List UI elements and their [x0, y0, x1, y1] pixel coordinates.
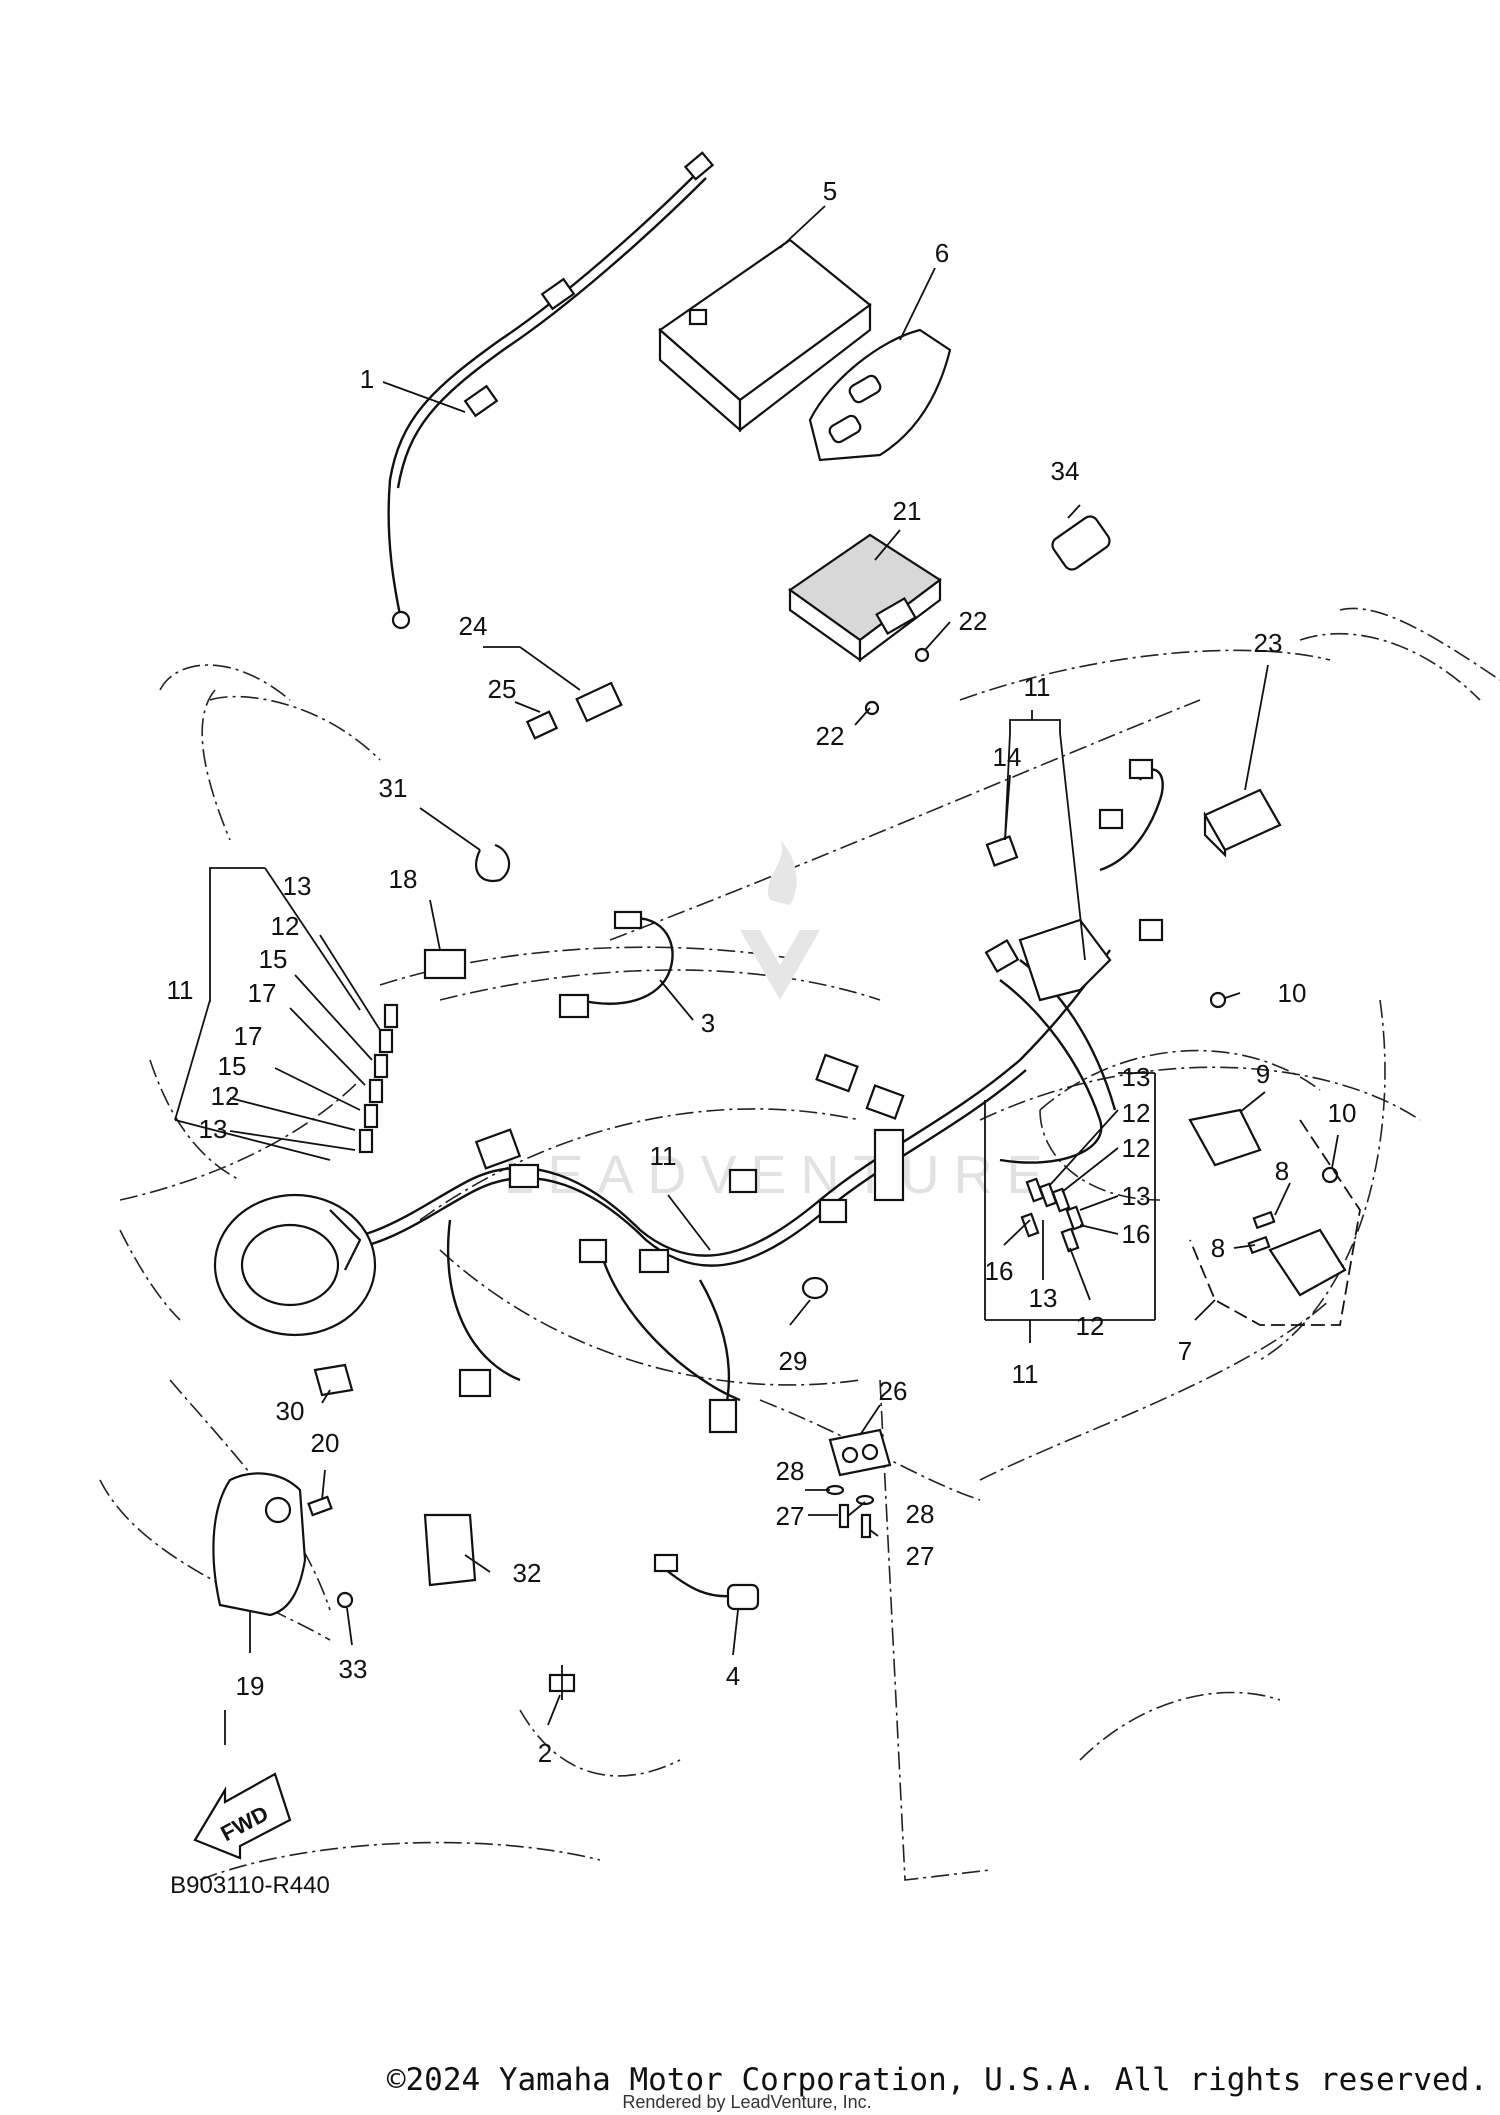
callout-12b: 12 [211, 1081, 240, 1111]
callout-21: 21 [893, 496, 922, 526]
callout-12a: 12 [271, 911, 300, 941]
sensor-2 [548, 1665, 576, 1700]
callout-33: 33 [339, 1654, 368, 1684]
callout-24: 24 [459, 611, 488, 641]
callout-4: 4 [726, 1661, 740, 1691]
callout-3: 3 [701, 1008, 715, 1038]
clip-30 [313, 1363, 354, 1397]
battery-band [808, 328, 952, 462]
ecu-bolt [864, 700, 880, 716]
callout-10b: 10 [1328, 1098, 1357, 1128]
callout-11c: 11 [650, 1141, 677, 1171]
callout-5: 5 [823, 176, 837, 206]
main-wire-harness [329, 918, 1117, 1434]
grommet-29 [801, 1276, 829, 1300]
watermark-logo: LEADVENTURE [503, 840, 1056, 1205]
rendered-by-notice: Rendered by LeadVenture, Inc. [622, 2092, 871, 2112]
nut-10 [1209, 991, 1227, 1009]
callout-13c: 13 [1122, 1062, 1151, 1092]
headlight-assembly [213, 1193, 377, 1337]
callout-22a: 22 [959, 606, 988, 636]
clamp [474, 843, 511, 883]
callout-28a: 28 [776, 1456, 805, 1486]
callout-19: 19 [236, 1671, 265, 1701]
nut-10 [1321, 1166, 1339, 1184]
callout-8b: 8 [1211, 1233, 1225, 1263]
sensor-4 [653, 1553, 760, 1611]
fuse-cover [1051, 515, 1111, 571]
leader-lines [174, 205, 1339, 1745]
watermark-text: LEADVENTURE [503, 1145, 1056, 1205]
fuse-box-cover [212, 1472, 354, 1617]
callout-1: 1 [360, 364, 374, 394]
callout-25: 25 [488, 674, 517, 704]
callout-20: 20 [311, 1428, 340, 1458]
callout-13a: 13 [283, 871, 312, 901]
callout-6: 6 [935, 238, 949, 268]
callout-22b: 22 [816, 721, 845, 751]
callout-31: 31 [379, 773, 408, 803]
callout-10a: 10 [1278, 978, 1307, 1008]
callout-12c: 12 [1122, 1098, 1151, 1128]
callout-18: 18 [389, 864, 418, 894]
callout-16b: 16 [985, 1256, 1014, 1286]
callout-17b: 17 [234, 1021, 263, 1051]
callout-8a: 8 [1275, 1156, 1289, 1186]
diagram-code: B903110-R440 [170, 1872, 330, 1899]
relay-9 [1188, 1108, 1262, 1167]
starter-relay [1189, 1119, 1361, 1326]
relay [1203, 788, 1282, 858]
callout-32: 32 [513, 1558, 542, 1588]
callout-23: 23 [1254, 628, 1283, 658]
callout-27b: 27 [906, 1541, 935, 1571]
engine-control-unit [788, 533, 942, 663]
callout-12d: 12 [1122, 1133, 1151, 1163]
forward-arrow: FWD [193, 1772, 292, 1860]
callout-15a: 15 [259, 944, 288, 974]
callout-27a: 27 [776, 1501, 805, 1531]
fuse-set-left [358, 1003, 399, 1154]
callout-29: 29 [779, 1346, 808, 1376]
fuse-32 [423, 1513, 477, 1587]
sensor-lead [558, 910, 674, 1019]
callout-17a: 17 [248, 978, 277, 1008]
diode-connector [525, 681, 623, 740]
callout-15b: 15 [218, 1051, 247, 1081]
callout-16a: 16 [1122, 1219, 1151, 1249]
relay-lead-connector [1128, 758, 1154, 780]
callout-13b: 13 [199, 1114, 228, 1144]
callout-12e: 12 [1076, 1311, 1105, 1341]
bracket-26 [825, 1428, 892, 1539]
copyright-notice: ©2024 Yamaha Motor Corporation, U.S.A. A… [387, 2062, 1488, 2098]
callout-2: 2 [538, 1738, 552, 1768]
connector-18 [423, 948, 467, 980]
callout-30: 30 [276, 1396, 305, 1426]
relay-lead-connector [1098, 808, 1124, 830]
callout-34: 34 [1051, 456, 1080, 486]
callout-7: 7 [1178, 1336, 1192, 1366]
callout-28b: 28 [906, 1499, 935, 1529]
ecu-bolt [914, 647, 930, 663]
callout-11a: 11 [1024, 672, 1051, 702]
battery-lead [387, 151, 715, 630]
relay-lead-connector [1138, 918, 1164, 942]
callout-26: 26 [879, 1376, 908, 1406]
callout-11b: 11 [167, 975, 194, 1005]
callout-14: 14 [993, 742, 1022, 772]
callout-labels: 1 2 3 4 5 6 7 8 8 9 10 10 11 11 11 11 12… [167, 176, 1357, 1768]
callout-13e: 13 [1029, 1283, 1058, 1313]
callout-13d: 13 [1122, 1181, 1151, 1211]
callout-9: 9 [1256, 1059, 1270, 1089]
fuse-set-right [1020, 1177, 1085, 1253]
callout-11d: 11 [1012, 1359, 1039, 1389]
connector-14 [985, 835, 1019, 867]
battery [658, 238, 872, 433]
